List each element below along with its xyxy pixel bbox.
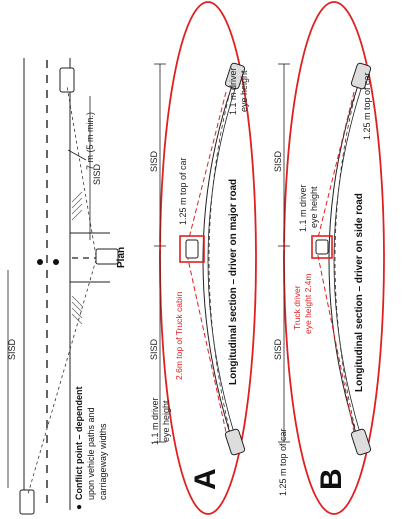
panel-a-sight-line [208, 83, 233, 441]
plan-sisd-bottom: SISD [7, 338, 17, 360]
plan-view: 7 m (5 m min.) SISD SISD Plan ● Conflict… [7, 58, 127, 515]
panel-b-ground-curve-2 [333, 73, 367, 453]
panel-b-car-bottom [350, 428, 372, 456]
hatch-island-top [71, 191, 83, 221]
conflict-point [53, 259, 59, 265]
plan-title: Plan [116, 247, 127, 268]
panel-a-eye-top-1: 1.1 m driver [228, 67, 238, 115]
panel-b: B Longitudinal section – driver on side … [273, 1, 385, 515]
panel-a-ground-curve-2 [207, 73, 241, 453]
plan-sisd-top: SISD [92, 163, 102, 185]
panel-a-sisd-upper: SISD [149, 150, 159, 172]
panel-b-letter: B [315, 468, 348, 490]
legend-line-3: carriageway widths [98, 423, 108, 500]
panel-a-sisd-lower: SISD [149, 338, 159, 360]
panel-b-sisd-upper: SISD [273, 150, 283, 172]
panel-b-car-top-upper: 1.25 m top of car [362, 72, 372, 140]
legend-line-2: upon vehicle paths and [86, 407, 96, 500]
panel-b-ground-curve [328, 73, 363, 453]
panel-a-truck-box [179, 235, 205, 263]
sight-line-upper [66, 85, 97, 257]
sight-line-lower [27, 259, 97, 495]
panel-b-truck-box [311, 235, 333, 259]
panel-a-ground-curve [202, 73, 237, 453]
panel-a-letter: A [189, 468, 222, 490]
legend-bullet: ● [74, 504, 85, 510]
panel-b-truck-sight [315, 91, 355, 433]
panel-b-eye-1: 1.1 m driver [298, 184, 308, 232]
panel-b-truck-1: Truck driver [292, 285, 302, 330]
panel-a-truck-label: 2.6m top of Truck cabin [174, 291, 184, 380]
legend-line-1: Conflict point – dependent [74, 387, 84, 501]
plan-car-side [95, 248, 119, 265]
panel-b-sisd-lower: SISD [273, 338, 283, 360]
panel-b-sight-line [334, 83, 359, 441]
panel-a-caption: Longitudinal section – driver on major r… [228, 179, 239, 385]
panel-a-eye-top-2: eye height [239, 70, 249, 112]
panel-a-truck [185, 239, 199, 259]
plan-dimension-label: 7 m (5 m min.) [85, 112, 95, 170]
panel-b-caption: Longitudinal section – driver on side ro… [354, 193, 365, 392]
plan-car-top [59, 67, 75, 93]
dim-leader [67, 149, 87, 161]
panel-b-eye-2: eye height [309, 186, 319, 228]
panel-b-car-side [315, 239, 329, 255]
panel-a-car-top-label: 1.25 m top of car [178, 157, 188, 225]
conflict-point [37, 259, 43, 265]
panel-a-eye-bottom-2: eye height [161, 400, 171, 442]
panel-b-car-top [350, 62, 372, 90]
panel-b-truck-2: eye height 2.4m [303, 274, 313, 334]
panel-a-car-bottom [224, 428, 246, 456]
panel-a-car-top [224, 62, 246, 90]
panel-b-car-top-lower: 1.25 m top of car [278, 428, 288, 496]
panel-a-eye-bottom-1: 1.1 m driver [150, 397, 160, 445]
hatch-island-bottom [71, 295, 83, 325]
plan-car-bottom [19, 489, 35, 515]
panel-a: A Longitudinal section – driver on major… [149, 1, 257, 515]
